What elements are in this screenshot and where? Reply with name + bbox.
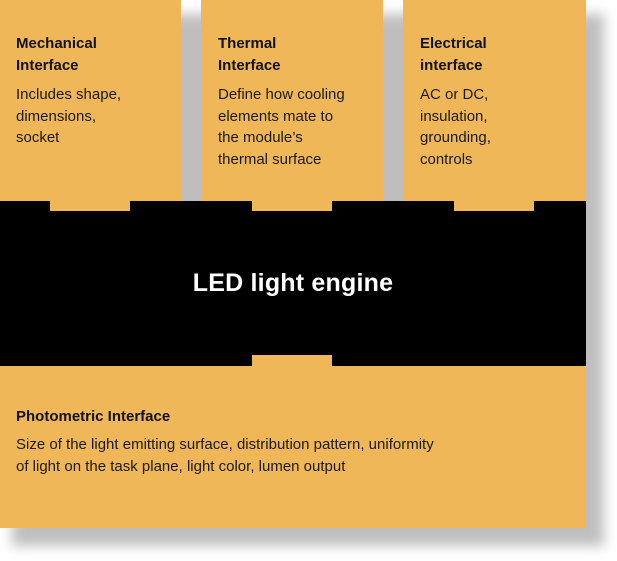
- thermal-connector-tab: [252, 201, 332, 211]
- mechanical-connector-tab: [50, 201, 130, 211]
- photometric-connector-tab: [252, 355, 332, 366]
- thermal-interface-description: Define how cooling elements mate to the …: [218, 86, 345, 168]
- thermal-interface-box: [201, 0, 383, 214]
- electrical-interface-title: Electrical interface: [420, 35, 487, 74]
- led-light-engine-label: LED light engine: [192, 269, 394, 297]
- thermal-interface-title: Thermal Interface: [218, 35, 281, 74]
- mechanical-interface-title: Mechanical Interface: [16, 35, 97, 74]
- electrical-interface-box: [403, 0, 586, 214]
- electrical-connector-tab: [454, 201, 534, 211]
- photometric-interface-description: Size of the light emitting surface, dist…: [16, 436, 434, 475]
- mechanical-interface-description: Includes shape, dimensions, socket: [16, 86, 122, 146]
- led-light-engine-block: [0, 201, 586, 366]
- mechanical-interface-box: [0, 0, 181, 214]
- photometric-interface-title: Photometric Interface: [16, 408, 171, 425]
- photometric-interface-box: [0, 366, 586, 528]
- electrical-interface-description: AC or DC, insulation, grounding, control…: [420, 86, 491, 168]
